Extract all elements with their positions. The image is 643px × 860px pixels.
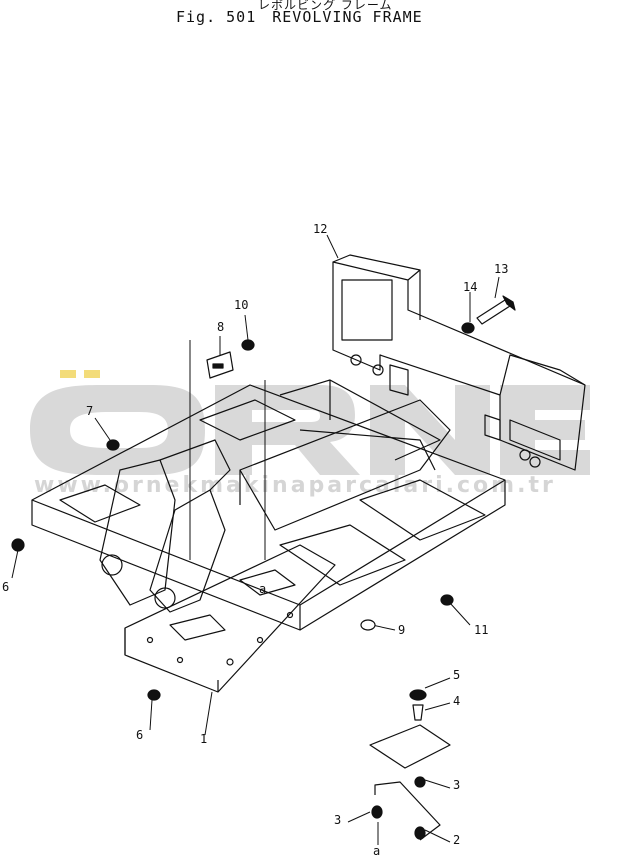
bracket-pin-1 xyxy=(101,554,123,576)
leader-9 xyxy=(371,624,396,631)
leader-1 xyxy=(204,691,213,736)
cap-9 xyxy=(360,619,376,631)
callout-9: 9 xyxy=(398,623,406,637)
drain-cap-5 xyxy=(409,689,427,701)
plate-8-slot xyxy=(212,363,224,369)
figure-number: Fig. 501 xyxy=(176,8,257,26)
callout-6-bottom: 6 xyxy=(136,728,144,742)
drain-plate xyxy=(369,724,451,769)
bolt-13-head xyxy=(502,295,516,311)
counterweight-lift-plate-2 xyxy=(484,414,501,441)
leader-4 xyxy=(424,702,451,711)
nut-6b xyxy=(147,689,161,701)
leader-13 xyxy=(494,276,500,299)
frame-front-face xyxy=(31,500,301,631)
frame-opening-3 xyxy=(199,399,296,441)
counterweight-hole-4 xyxy=(529,456,541,468)
counterweight-hole-1 xyxy=(350,354,362,366)
frame-hole-2 xyxy=(176,656,184,664)
leader-3a xyxy=(424,779,451,789)
figure-title: Fig. 501 REVOLVING FRAME xyxy=(176,8,439,26)
counterweight-hole-3 xyxy=(519,449,531,461)
valve-2 xyxy=(414,826,426,840)
callout-12: 12 xyxy=(313,222,328,236)
frame-hole-3 xyxy=(256,636,264,644)
nut-11 xyxy=(440,594,454,606)
deck-rail-1 xyxy=(279,379,441,461)
counterweight-window-2 xyxy=(509,419,561,461)
nut-7 xyxy=(106,439,120,451)
frame-opening-1 xyxy=(279,524,406,586)
leader-2 xyxy=(424,829,451,843)
japanese-title: レボルビング フレーム xyxy=(258,0,393,12)
callout-6-left: 6 xyxy=(2,580,10,594)
callout-11: 11 xyxy=(474,623,489,637)
callout-13: 13 xyxy=(494,262,509,276)
bracket-left xyxy=(99,459,176,606)
center-deck xyxy=(239,379,451,531)
revolving-frame xyxy=(31,384,506,693)
leader-11 xyxy=(449,602,471,626)
drain-pipe xyxy=(374,781,441,841)
leader-3b xyxy=(347,811,371,823)
leader-10 xyxy=(244,314,249,341)
leader-6a xyxy=(11,549,19,579)
leader-7 xyxy=(94,417,111,441)
frame-hole-5 xyxy=(146,636,154,644)
elbow-3b xyxy=(371,805,383,819)
deck-beam xyxy=(299,429,436,471)
leader-6b xyxy=(149,699,153,731)
small-parts xyxy=(11,295,516,841)
frame-pad xyxy=(169,614,226,641)
frame-opening-2 xyxy=(359,479,486,541)
bracket-pin-2 xyxy=(154,587,176,609)
washer-14 xyxy=(461,322,475,334)
frame-opening-4 xyxy=(59,484,141,523)
deck-outline xyxy=(239,399,451,531)
counterweight-right xyxy=(499,354,586,396)
callout-3-right: 3 xyxy=(453,778,461,792)
frame-pad-2 xyxy=(239,569,296,596)
leader-5 xyxy=(424,677,451,689)
callout-4: 4 xyxy=(453,694,461,708)
figure-name: REVOLVING FRAME xyxy=(272,8,423,26)
counterweight-window-1 xyxy=(341,279,393,341)
leader-12 xyxy=(326,234,339,259)
counterweight-lift-plate xyxy=(389,364,409,396)
frame-right-face xyxy=(299,480,506,631)
drain-plug-4 xyxy=(412,704,424,721)
callout-10: 10 xyxy=(234,298,249,312)
counterweight xyxy=(332,254,586,471)
boom-foot-bracket xyxy=(99,439,231,613)
elbow-3a xyxy=(414,776,426,788)
callout-7: 7 xyxy=(86,404,94,418)
nut-10 xyxy=(241,339,255,351)
leader-lines xyxy=(11,234,500,845)
nut-6a xyxy=(11,538,25,552)
callout-1: 1 xyxy=(200,732,208,746)
frame-hole-4 xyxy=(286,611,294,619)
callout-3-left: 3 xyxy=(334,813,342,827)
counterweight-top xyxy=(332,254,421,281)
frame-front-plate xyxy=(124,544,336,693)
callout-a-bottom: a xyxy=(373,844,381,858)
callout-5: 5 xyxy=(453,668,461,682)
callout-14: 14 xyxy=(463,280,478,294)
callout-a-frame: a xyxy=(259,582,267,596)
bracket-right xyxy=(149,489,226,613)
frame-hole-1 xyxy=(226,658,234,666)
callout-8: 8 xyxy=(217,320,225,334)
bolt-13 xyxy=(476,299,511,325)
plate-8 xyxy=(206,351,234,379)
counterweight-hole-2 xyxy=(372,364,384,376)
callout-2: 2 xyxy=(453,833,461,847)
bracket-web xyxy=(159,439,231,491)
